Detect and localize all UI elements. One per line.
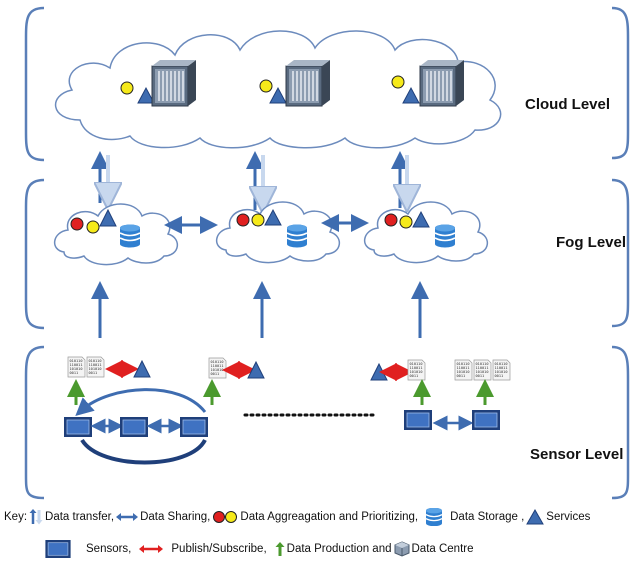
- aggregation-dots-icon: [213, 511, 238, 523]
- sensor-box-icon: [179, 416, 209, 438]
- publish-subscribe-icon: [139, 545, 164, 553]
- cloud-node-3: [391, 59, 465, 107]
- database-icon: [286, 223, 308, 249]
- key-services: Services: [546, 511, 591, 523]
- fog-node-1: [53, 203, 179, 266]
- fog-node-2: [215, 201, 341, 264]
- binary-document-icon: [454, 359, 473, 381]
- server-rack-icon: [151, 59, 197, 107]
- binary-document-icon: [67, 356, 86, 378]
- triangle-service-icon: [137, 86, 155, 104]
- key-data-centre: Data Centre: [411, 543, 474, 555]
- binary-document-icon: [407, 359, 426, 381]
- red-aggregation-dot: [236, 213, 250, 227]
- yellow-aggregation-dot: [251, 213, 265, 227]
- binary-document-icon: [473, 359, 492, 381]
- fog-node-3: [363, 201, 489, 264]
- triangle-service-icon: [402, 86, 420, 104]
- database-icon: [434, 223, 456, 249]
- yellow-aggregation-dot: [86, 220, 100, 234]
- fog-cloud-shape: [53, 203, 179, 266]
- sensor-level-bracket-left: [24, 345, 45, 500]
- triangle-service-icon: [412, 210, 430, 228]
- key-row-1: Key: Data transfer, Data Sharing, Data A…: [4, 508, 590, 526]
- cloud-node-2: [259, 59, 331, 107]
- sensor-box-icon: [45, 540, 71, 558]
- sensor-level-bracket-right: [611, 345, 630, 500]
- server-rack-icon: [419, 59, 465, 107]
- key-data-storage: Data Storage ,: [450, 511, 525, 523]
- cloud-fog-transfer-3: [391, 151, 407, 208]
- sensor-box-icon: [403, 409, 433, 431]
- sensor-box-icon: [119, 416, 149, 438]
- sensor-loop-top: [75, 388, 207, 416]
- cloud-fog-transfer-2: [246, 151, 263, 210]
- sensor-box-icon: [471, 409, 501, 431]
- triangle-service-icon: [247, 360, 265, 379]
- key-pubsub: Publish/Subscribe,: [171, 543, 267, 555]
- server-rack-icon: [285, 59, 331, 107]
- cloud-fog-transfer-1: [91, 151, 108, 203]
- binary-document-icon: [86, 356, 105, 378]
- red-aggregation-dot: [70, 217, 84, 231]
- key-row-2: Sensors, Publish/Subscribe, Data Product…: [42, 540, 474, 558]
- database-icon: [119, 223, 141, 249]
- architecture-diagram: 010110 110011 101010 0011: [24, 6, 630, 500]
- cloud-level-bracket-right: [611, 6, 630, 160]
- yellow-aggregation-dot: [259, 79, 273, 93]
- fog-level-bracket-left: [24, 178, 45, 330]
- yellow-aggregation-dot: [399, 215, 413, 229]
- data-production-icon: [275, 542, 285, 556]
- cloud-node-1: [120, 59, 197, 107]
- key-data-transfer: Data transfer,: [45, 511, 115, 523]
- key-data-sharing: Data Sharing,: [140, 511, 211, 523]
- sensor-loop-bottom: [80, 438, 207, 465]
- triangle-service-icon: [99, 208, 117, 227]
- yellow-aggregation-dot: [391, 75, 405, 89]
- key-prefix: Key:: [4, 511, 28, 523]
- database-icon: [426, 508, 443, 526]
- fog-level-label: Fog Level: [556, 234, 627, 251]
- triangle-service-icon: [526, 509, 545, 525]
- binary-document-icon: [208, 357, 227, 379]
- triangle-service-icon: [133, 359, 151, 378]
- binary-document-icon: [492, 359, 511, 381]
- triangle-service-icon: [269, 86, 287, 104]
- data-centre-icon: [394, 541, 409, 557]
- data-transfer-icon: [29, 509, 43, 525]
- cloud-level-label: Cloud Level: [525, 96, 611, 113]
- fog-level-bracket-right: [611, 178, 630, 328]
- data-sharing-icon: [116, 513, 139, 521]
- fog-cloud-shape: [363, 201, 489, 264]
- sensor-level-label: Sensor Level: [530, 446, 624, 463]
- key-aggregation: Data Aggreagation and Prioritizing,: [240, 511, 419, 523]
- sensor-box-icon: [63, 416, 93, 438]
- red-aggregation-dot: [384, 213, 398, 227]
- key-production: Data Production and: [286, 543, 392, 555]
- fog-cloud-shape: [215, 201, 341, 264]
- key-sensors: Sensors,: [86, 543, 132, 555]
- yellow-aggregation-dot: [120, 81, 134, 95]
- triangle-service-icon: [370, 362, 388, 381]
- cloud-level-bracket-left: [24, 6, 45, 162]
- triangle-service-icon: [264, 208, 282, 226]
